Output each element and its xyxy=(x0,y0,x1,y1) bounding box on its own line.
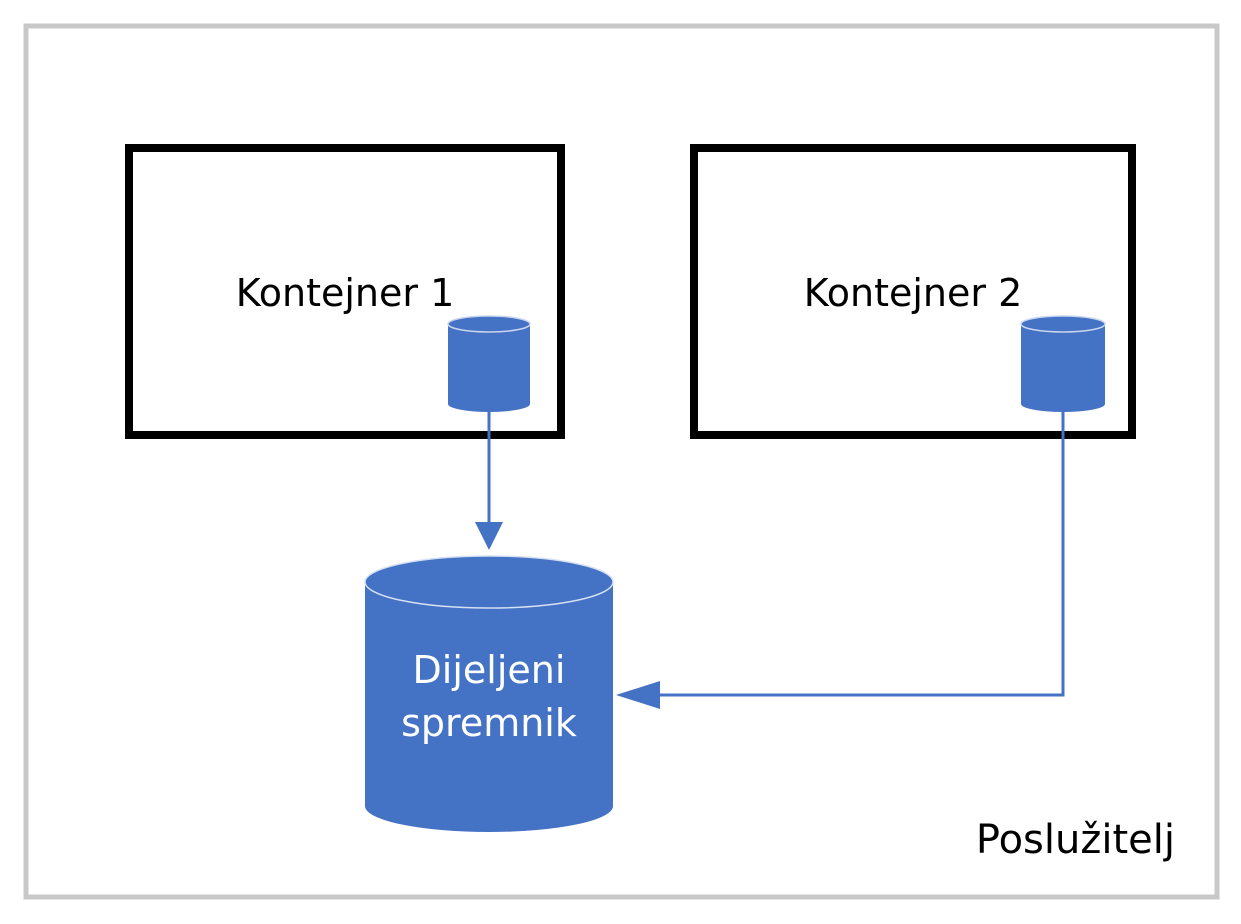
host-label: Poslužitelj xyxy=(976,817,1175,863)
shared-storage-label-line2: spremnik xyxy=(401,701,577,745)
arrowhead-down xyxy=(475,522,503,550)
container-2-volume-icon xyxy=(1020,315,1106,412)
connector-container-1 xyxy=(475,412,503,550)
container-1-label: Kontejner 1 xyxy=(236,271,455,315)
arrowhead-left xyxy=(616,681,660,709)
shared-storage-cylinder: Dijeljeni spremnik xyxy=(364,555,614,832)
container-1: Kontejner 1 xyxy=(125,144,565,439)
shared-storage-label-line1: Dijeljeni xyxy=(413,648,566,692)
container-1-volume-icon xyxy=(447,315,531,412)
connector-container-2 xyxy=(616,412,1065,709)
container-2-label: Kontejner 2 xyxy=(804,271,1023,315)
